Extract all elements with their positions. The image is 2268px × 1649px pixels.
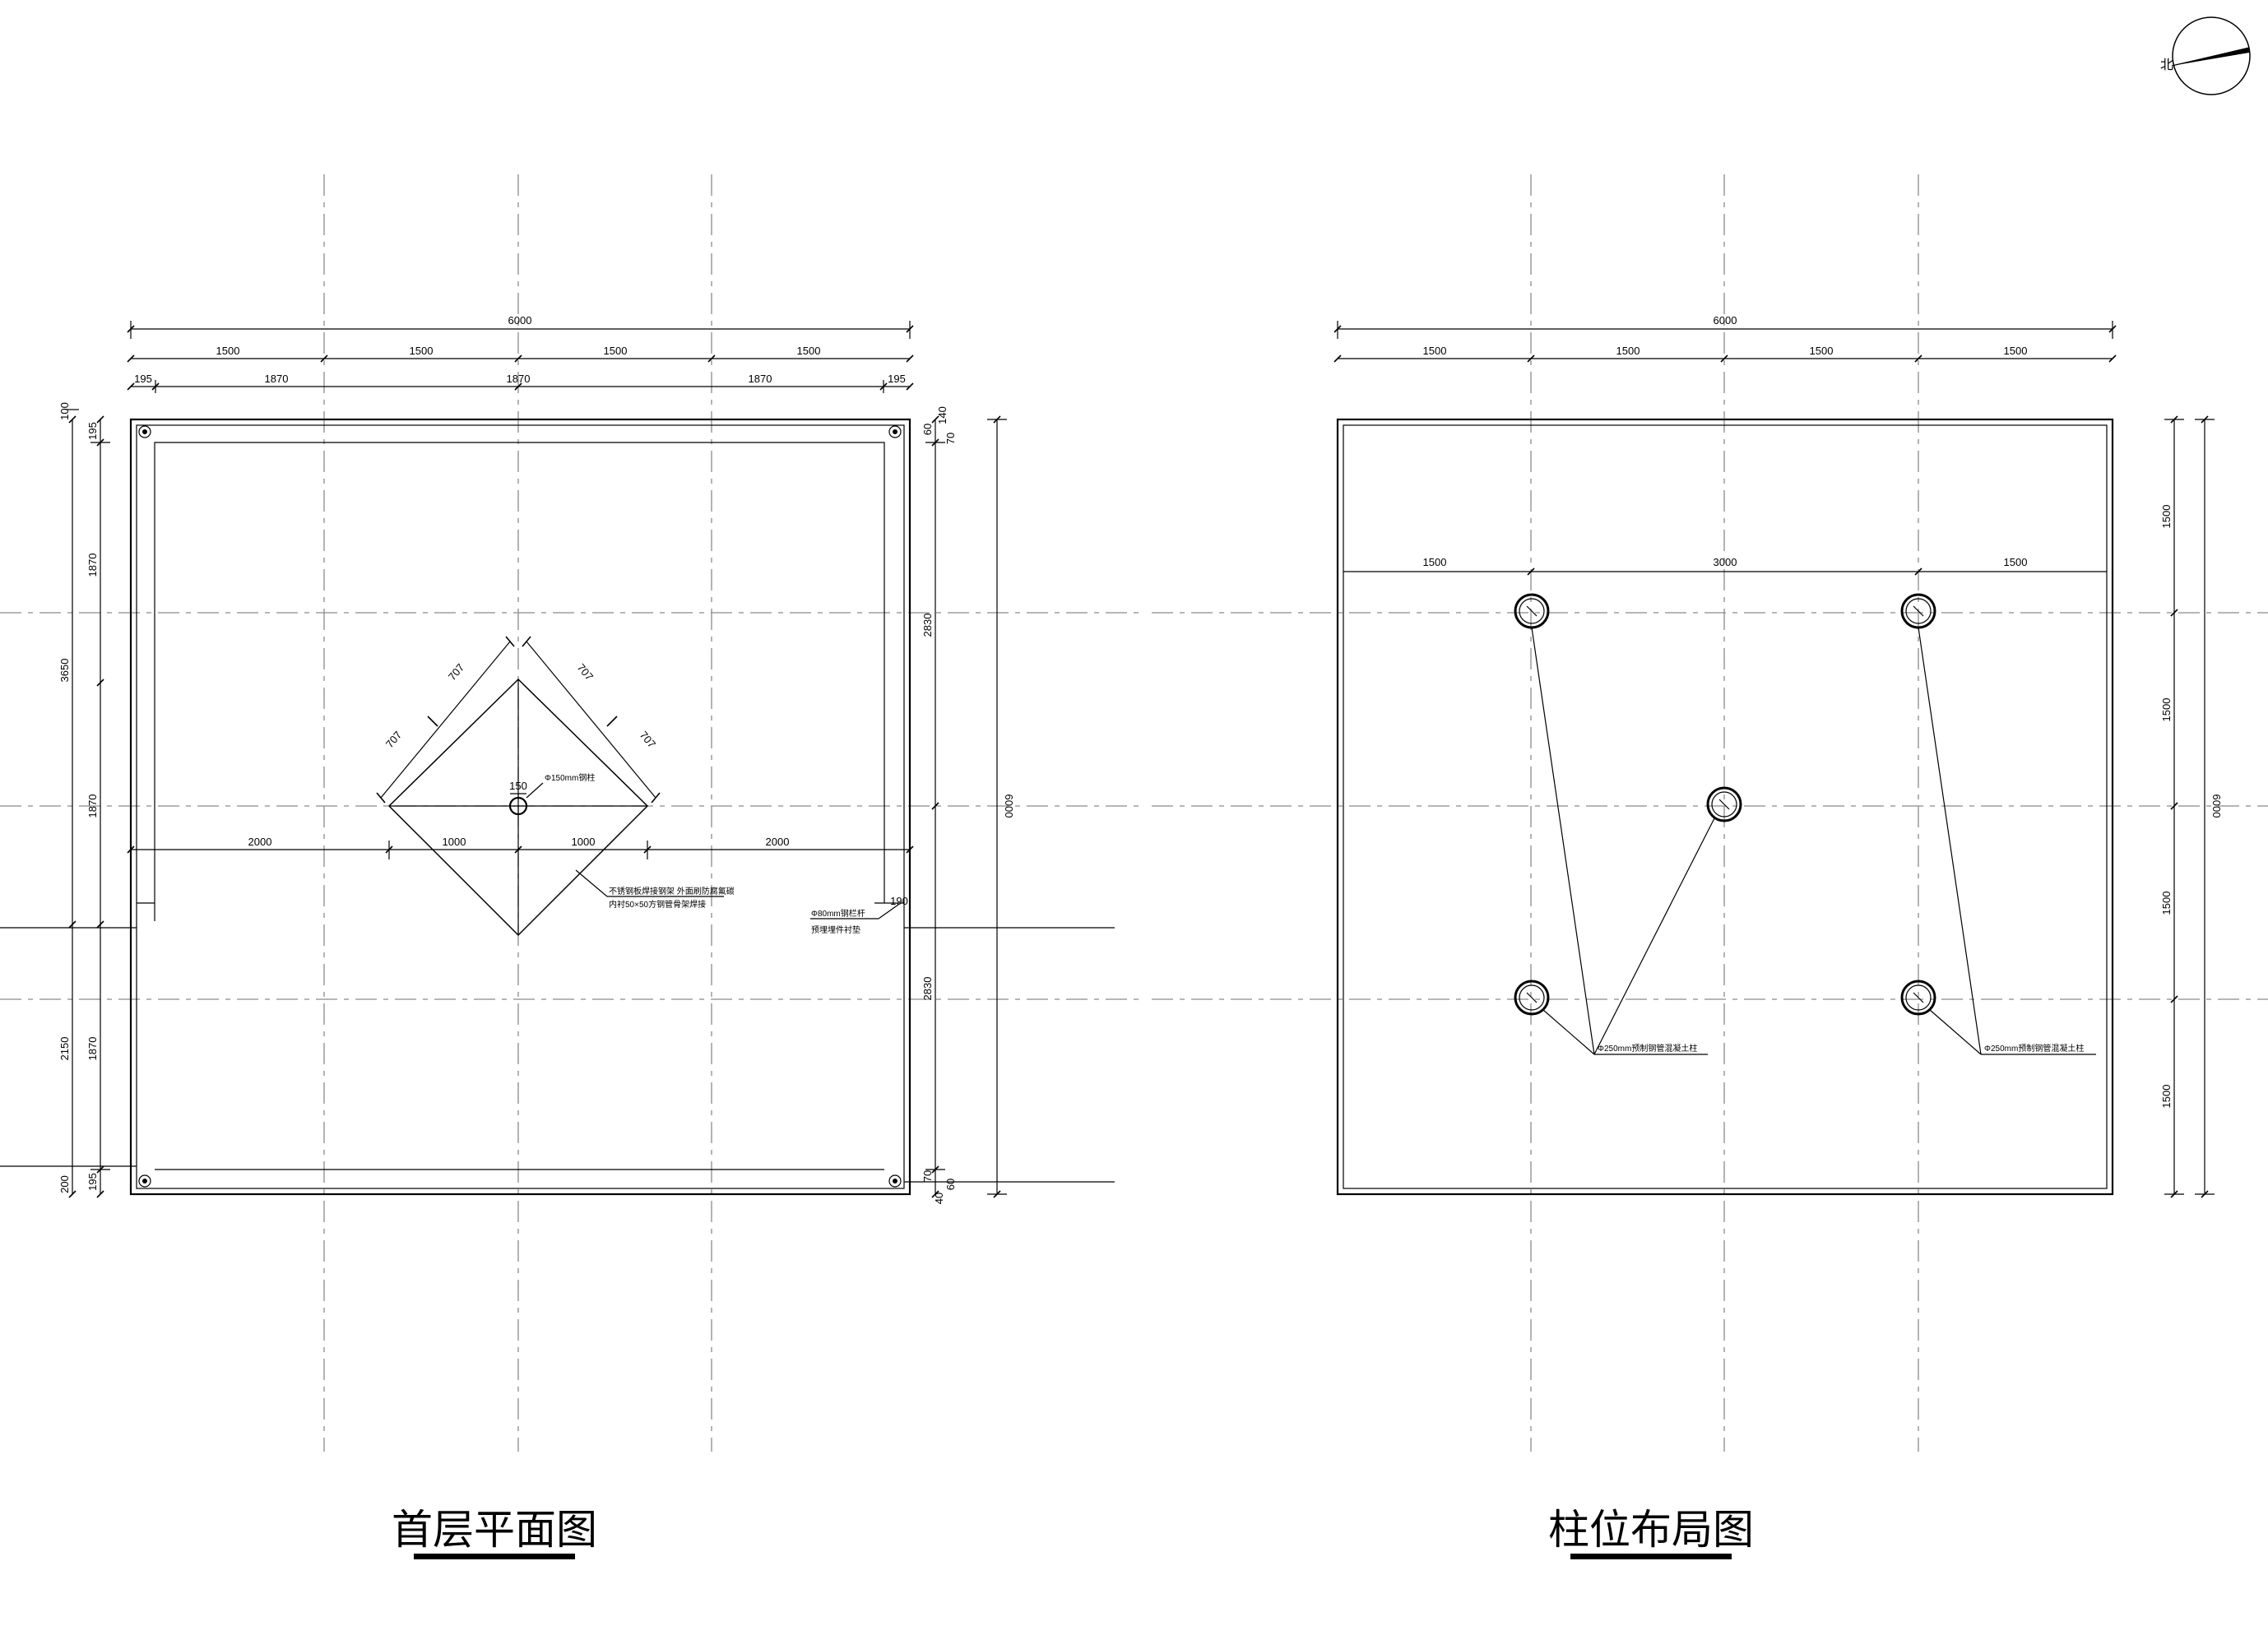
cp-dim-inner-3: 1500 xyxy=(2004,556,2028,568)
fp-note-center-column: Φ150mm钢柱 xyxy=(545,772,595,783)
column-icon xyxy=(1706,786,1742,822)
column-leaders xyxy=(1531,627,2096,1055)
cp-dim-grid-1: 1500 xyxy=(1423,345,1447,357)
column-plan-outline xyxy=(1336,418,2114,1196)
fp-left-inner-3: 1870 xyxy=(86,794,99,818)
fp-right-bottom-2: 60 xyxy=(944,1179,957,1190)
cp-note-left: Φ250mm预制钢管混凝土柱 xyxy=(1598,1043,1697,1054)
column-icon xyxy=(1900,980,1936,1016)
fp-left-inner-2: 1870 xyxy=(86,554,99,577)
cp-dim-grid-2: 1500 xyxy=(1616,345,1640,357)
floor-plan-axis-lines xyxy=(0,174,1143,1452)
fp-note-diamond-2: 内衬50×50方钢管骨架焊接 xyxy=(609,899,706,910)
fp-note-rail-2: 预埋埋件衬垫 xyxy=(811,924,860,935)
cp-right-seg-1: 1500 xyxy=(2160,505,2173,529)
floor-plan-top-dimensions xyxy=(127,321,914,393)
fp-right-mid-2: 2830 xyxy=(921,977,934,1001)
floor-plan-walls xyxy=(129,418,911,1196)
cp-dim-grid-4: 1500 xyxy=(2004,345,2028,357)
fp-right-mid-1: 2830 xyxy=(921,614,934,637)
fp-diamond-dim-3: 707 xyxy=(575,661,596,683)
column-plan-right-dimensions xyxy=(2164,415,2215,1198)
fp-left-inner-4: 1870 xyxy=(86,1037,99,1061)
column-plan-title-text: 柱位布局图 xyxy=(1548,1506,1754,1554)
fp-dim-inner-4: 1870 xyxy=(749,373,772,385)
north-label: 北 xyxy=(2160,58,2173,72)
fp-dim-inner-5: 195 xyxy=(888,373,906,385)
corner-post-icons xyxy=(138,425,902,1188)
floor-plan-left-dimensions xyxy=(66,409,110,1198)
fp-diamond-dim-1: 707 xyxy=(383,729,404,750)
fp-dim-grid-3: 1500 xyxy=(604,345,628,357)
cp-right-overall: 6000 xyxy=(2210,794,2223,818)
column-icon xyxy=(1514,593,1550,629)
fp-left-inner-1: 195 xyxy=(86,422,99,440)
fp-dim-inner-2: 1870 xyxy=(265,373,289,385)
floor-plan-center-dimensions xyxy=(127,793,914,904)
fp-left-outer-4: 200 xyxy=(58,1175,71,1193)
floor-plan-title-text: 首层平面图 xyxy=(392,1506,597,1554)
diamond-canopy xyxy=(376,636,661,937)
fp-right-overall: 6000 xyxy=(1003,794,1015,818)
fp-right-top-1: 60 xyxy=(921,424,934,435)
fp-diamond-dim-4: 707 xyxy=(638,729,658,750)
fp-right-bottom-1: 70 xyxy=(921,1170,934,1182)
fp-center-row-3: 1000 xyxy=(572,836,596,848)
cp-right-seg-3: 1500 xyxy=(2160,892,2173,915)
fp-center-row-4: 2000 xyxy=(766,836,790,848)
fp-dim-overall: 6000 xyxy=(508,314,532,327)
floor-plan xyxy=(0,174,1143,1452)
fp-center-small: 150 xyxy=(509,780,527,792)
fp-note-rail-1: Φ80mm钢栏杆 xyxy=(811,908,865,919)
cp-dim-inner-1: 1500 xyxy=(1423,556,1447,568)
fp-dim-grid-1: 1500 xyxy=(216,345,240,357)
fp-left-outer-3: 2150 xyxy=(58,1037,71,1061)
cp-right-seg-2: 1500 xyxy=(2160,698,2173,722)
fp-right-bottom-3: 40 xyxy=(933,1193,945,1204)
fp-dim-inner-3: 1870 xyxy=(507,373,531,385)
center-column-icon xyxy=(508,796,528,816)
column-icons xyxy=(1514,593,1936,1016)
cp-dim-grid-3: 1500 xyxy=(1810,345,1834,357)
cp-note-right: Φ250mm预制钢管混凝土柱 xyxy=(1984,1043,2084,1054)
fp-dim-grid-2: 1500 xyxy=(410,345,434,357)
floor-plan-title: 首层平面图 xyxy=(392,1506,597,1559)
column-plan xyxy=(1152,174,2268,1452)
column-plan-top-dimensions xyxy=(1333,321,2117,576)
cp-right-seg-4: 1500 xyxy=(2160,1085,2173,1109)
column-plan-title: 柱位布局图 xyxy=(1548,1506,1754,1559)
floor-plan-right-dimensions xyxy=(925,415,1007,1198)
fp-right-top-3: 70 xyxy=(944,433,957,444)
cp-dim-inner-2: 3000 xyxy=(1714,556,1737,568)
fp-dim-inner-1: 195 xyxy=(134,373,152,385)
fp-right-top-2: 140 xyxy=(936,406,948,424)
fp-right-small: 190 xyxy=(890,895,908,907)
fp-center-row-2: 1000 xyxy=(443,836,466,848)
fp-left-outer-2: 3650 xyxy=(58,659,71,683)
column-icon xyxy=(1514,980,1550,1016)
fp-dim-grid-4: 1500 xyxy=(797,345,821,357)
fp-left-outer-1: 100 xyxy=(58,402,71,420)
fp-center-row-1: 2000 xyxy=(248,836,272,848)
fp-note-diamond-1: 不锈钢板焊接钢架 外面刷防腐氟碳 xyxy=(609,886,735,896)
cp-dim-overall: 6000 xyxy=(1714,314,1737,327)
fp-diamond-dim-2: 707 xyxy=(446,661,466,683)
fp-left-inner-5: 195 xyxy=(86,1173,99,1191)
north-arrow-icon: 北 xyxy=(2160,16,2251,95)
